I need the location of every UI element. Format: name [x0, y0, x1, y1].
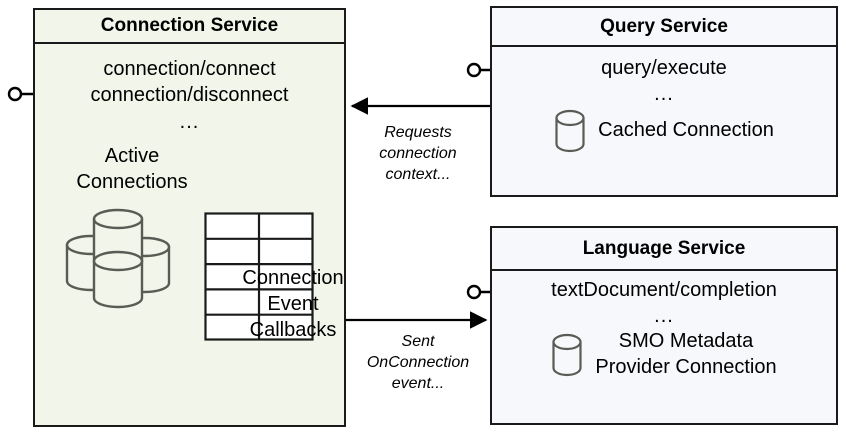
operation-connection-connect: connection/connect	[103, 58, 276, 80]
smo-metadata-provider-caption: SMO Metadata Provider Connection	[595, 329, 776, 380]
sent-label-line1: Sent	[401, 333, 435, 350]
callbacks-line1: Connection	[242, 267, 344, 289]
component-language-service[interactable]: Language Service textDocument/completion…	[490, 226, 838, 425]
smo-caption-line1: SMO Metadata	[618, 330, 754, 352]
connection-event-callbacks-label: Connection Event Callbacks	[213, 265, 373, 343]
connection-service-operations-ellipsis: ...	[179, 110, 200, 133]
operation-connection-disconnect: connection/disconnect	[90, 84, 289, 107]
active-connections-label: Active Connections	[47, 143, 217, 195]
active-connections-line1: Active	[104, 145, 160, 167]
callbacks-line3: Callbacks	[249, 319, 337, 341]
query-service-store: Cached Connection	[492, 109, 836, 153]
query-service-operations-ellipsis: ...	[654, 83, 674, 106]
callbacks-line2: Event	[267, 293, 319, 315]
operation-textdocument-completion: textDocument/completion	[551, 279, 777, 301]
connection-service-body: connection/connect connection/disconnect…	[35, 44, 344, 425]
cached-connection-caption: Cached Connection	[598, 119, 774, 142]
table-grid-icon	[204, 212, 314, 341]
database-cylinder-icon	[552, 333, 582, 376]
requests-label-line3: context...	[385, 166, 451, 184]
active-connections-line2: Connections	[76, 171, 188, 193]
language-service-store: SMO Metadata Provider Connection	[492, 329, 836, 380]
connection-service-operations: connection/connect connection/disconnect…	[35, 56, 344, 135]
query-service-body: query/execute ... Cached Connection	[492, 47, 836, 195]
operation-query-execute: query/execute	[601, 57, 727, 79]
sent-label-line3: event...	[391, 375, 445, 393]
requests-label-line2: connection	[379, 145, 457, 163]
connector-label-requests-connection-context: Requests connection context...	[352, 122, 484, 185]
connection-service-title: Connection Service	[35, 10, 344, 44]
component-query-service[interactable]: Query Service query/execute ... Cached C…	[490, 6, 838, 197]
language-service-body: textDocument/completion ... SMO Metadata…	[492, 271, 836, 423]
language-service-operations-ellipsis: ...	[654, 305, 674, 328]
connector-label-sent-onconnection-event: Sent OnConnection event...	[352, 331, 484, 394]
smo-caption-line2: Provider Connection	[595, 355, 777, 378]
language-service-title: Language Service	[492, 228, 836, 271]
language-service-operations: textDocument/completion ...	[492, 277, 836, 330]
component-connection-service[interactable]: Connection Service connection/connect co…	[33, 8, 346, 427]
query-service-operations: query/execute ...	[492, 55, 836, 108]
database-cluster-icon	[65, 208, 171, 309]
sent-label-line2: OnConnection	[366, 354, 470, 372]
requests-label-line1: Requests	[384, 124, 452, 141]
query-service-title: Query Service	[492, 8, 836, 47]
database-cylinder-icon	[555, 109, 585, 153]
